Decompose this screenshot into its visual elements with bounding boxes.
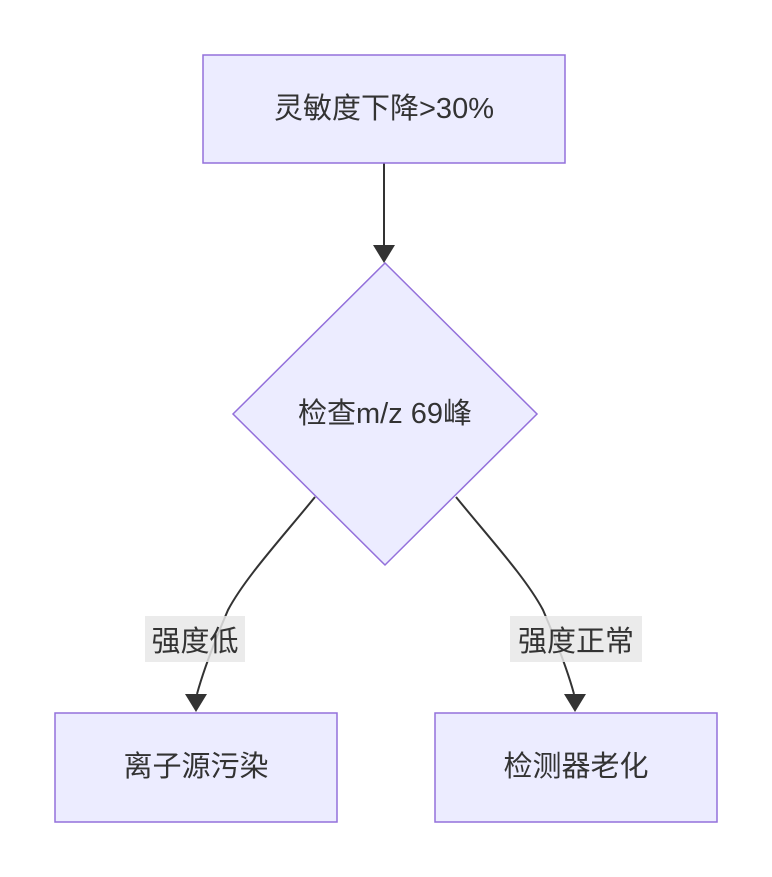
arrowhead-a-b <box>373 245 395 263</box>
node-box-detector-aging <box>434 712 718 823</box>
node-box-sensitivity-drop <box>202 54 566 164</box>
arrowhead-b-d <box>564 694 586 712</box>
node-box-ion-source-contamination <box>54 712 338 823</box>
edge-label-low-intensity: 强度低 <box>145 616 245 662</box>
node-diamond-check-peak <box>231 261 539 567</box>
edge-b-c <box>185 496 316 712</box>
arrowhead-b-c <box>185 694 207 712</box>
edge-b-d <box>455 496 586 712</box>
edge-label-normal-intensity: 强度正常 <box>510 616 642 662</box>
edge-a-b <box>373 163 395 263</box>
